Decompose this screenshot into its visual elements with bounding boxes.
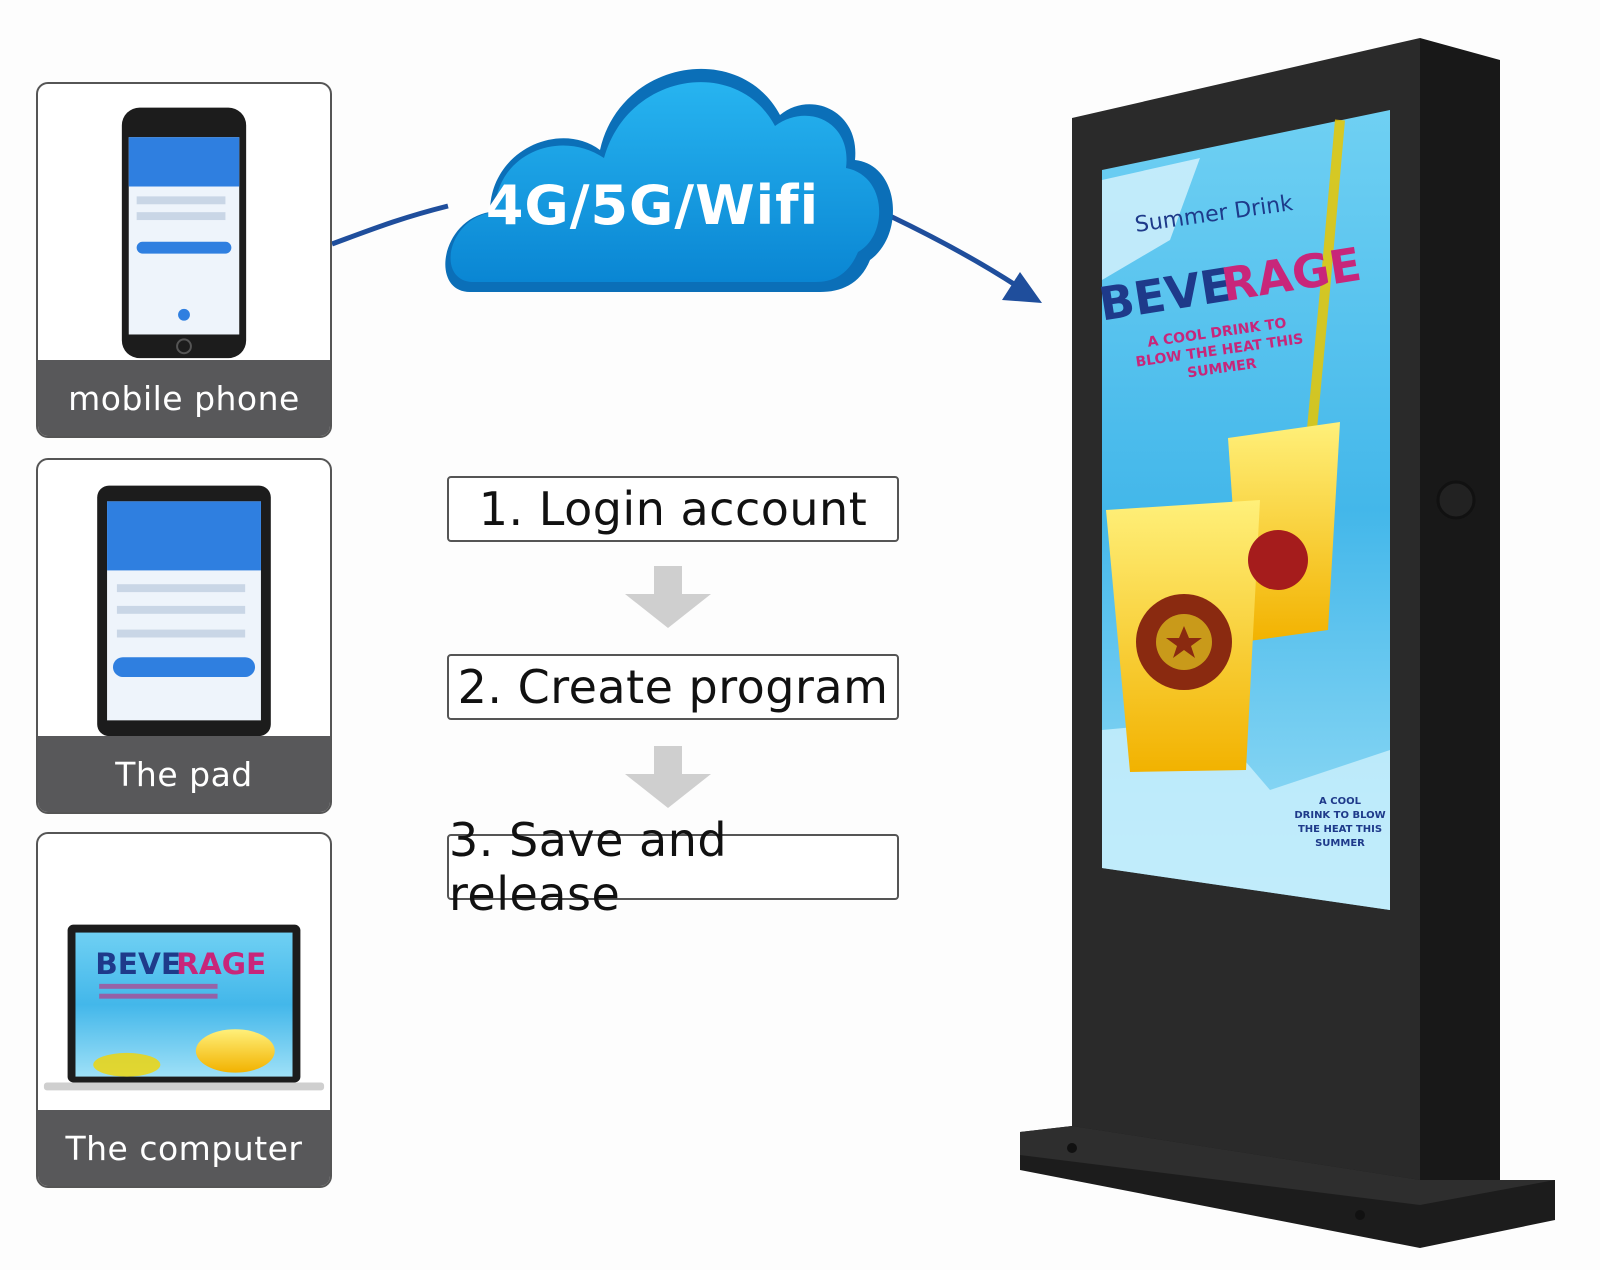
link-arrow-cloud-kiosk	[888, 213, 1022, 291]
poster-corner-4: SUMMER	[1315, 838, 1365, 849]
poster-corner-3: THE HEAT THIS	[1298, 824, 1382, 835]
cloud-label: 4G/5G/Wifi	[485, 174, 820, 237]
device-card-pad: The pad	[36, 458, 332, 814]
device-label-pad: The pad	[38, 736, 330, 812]
kiosk-display: Summer Drink BEVE RAGE A COOL DRINK TO B…	[1020, 38, 1555, 1248]
device-card-phone: mobile phone	[36, 82, 332, 438]
phone-icon	[121, 107, 247, 359]
down-arrow-icon	[625, 746, 711, 808]
device-label-phone: mobile phone	[38, 360, 330, 436]
down-arrow-icon	[625, 566, 711, 628]
device-label-computer: The computer	[38, 1110, 330, 1186]
cloud-icon	[445, 68, 893, 293]
arrowhead	[1002, 272, 1042, 303]
poster-corner-1: A COOL	[1319, 796, 1362, 807]
step-create: 2. Create program	[447, 654, 899, 720]
step-login: 1. Login account	[447, 476, 899, 542]
tablet-icon	[97, 485, 271, 737]
laptop-icon: BEVE RAGE	[43, 924, 325, 1091]
step-save-release: 3. Save and release	[447, 813, 899, 921]
laptop-screen-title-a: BEVE	[95, 947, 181, 981]
poster-corner-2: DRINK TO BLOW	[1294, 810, 1385, 821]
link-line-phone-cloud	[331, 203, 449, 247]
laptop-screen-title-b: RAGE	[176, 947, 266, 981]
device-card-computer: BEVE RAGE The computer	[36, 832, 332, 1188]
